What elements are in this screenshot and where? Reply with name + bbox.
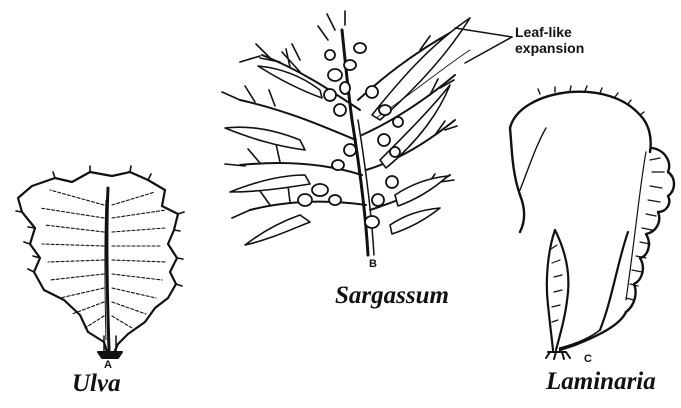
callout-line-2: expansion: [515, 40, 584, 56]
specimen-letter-c: C: [584, 353, 592, 365]
specimen-name-laminaria: Laminaria: [546, 368, 656, 396]
specimen-name-ulva: Ulva: [72, 370, 121, 398]
laminaria-thallus: [510, 86, 674, 359]
leaf-like-expansion-label: Leaf-like expansion: [515, 24, 584, 56]
callout-line-1: Leaf-like: [515, 24, 584, 40]
callout-pointer-lines: [455, 28, 512, 63]
sargassum-thallus: [222, 11, 470, 255]
specimen-letter-b: B: [369, 258, 377, 270]
specimen-name-sargassum: Sargassum: [335, 282, 449, 310]
ulva-thallus: [16, 166, 184, 358]
